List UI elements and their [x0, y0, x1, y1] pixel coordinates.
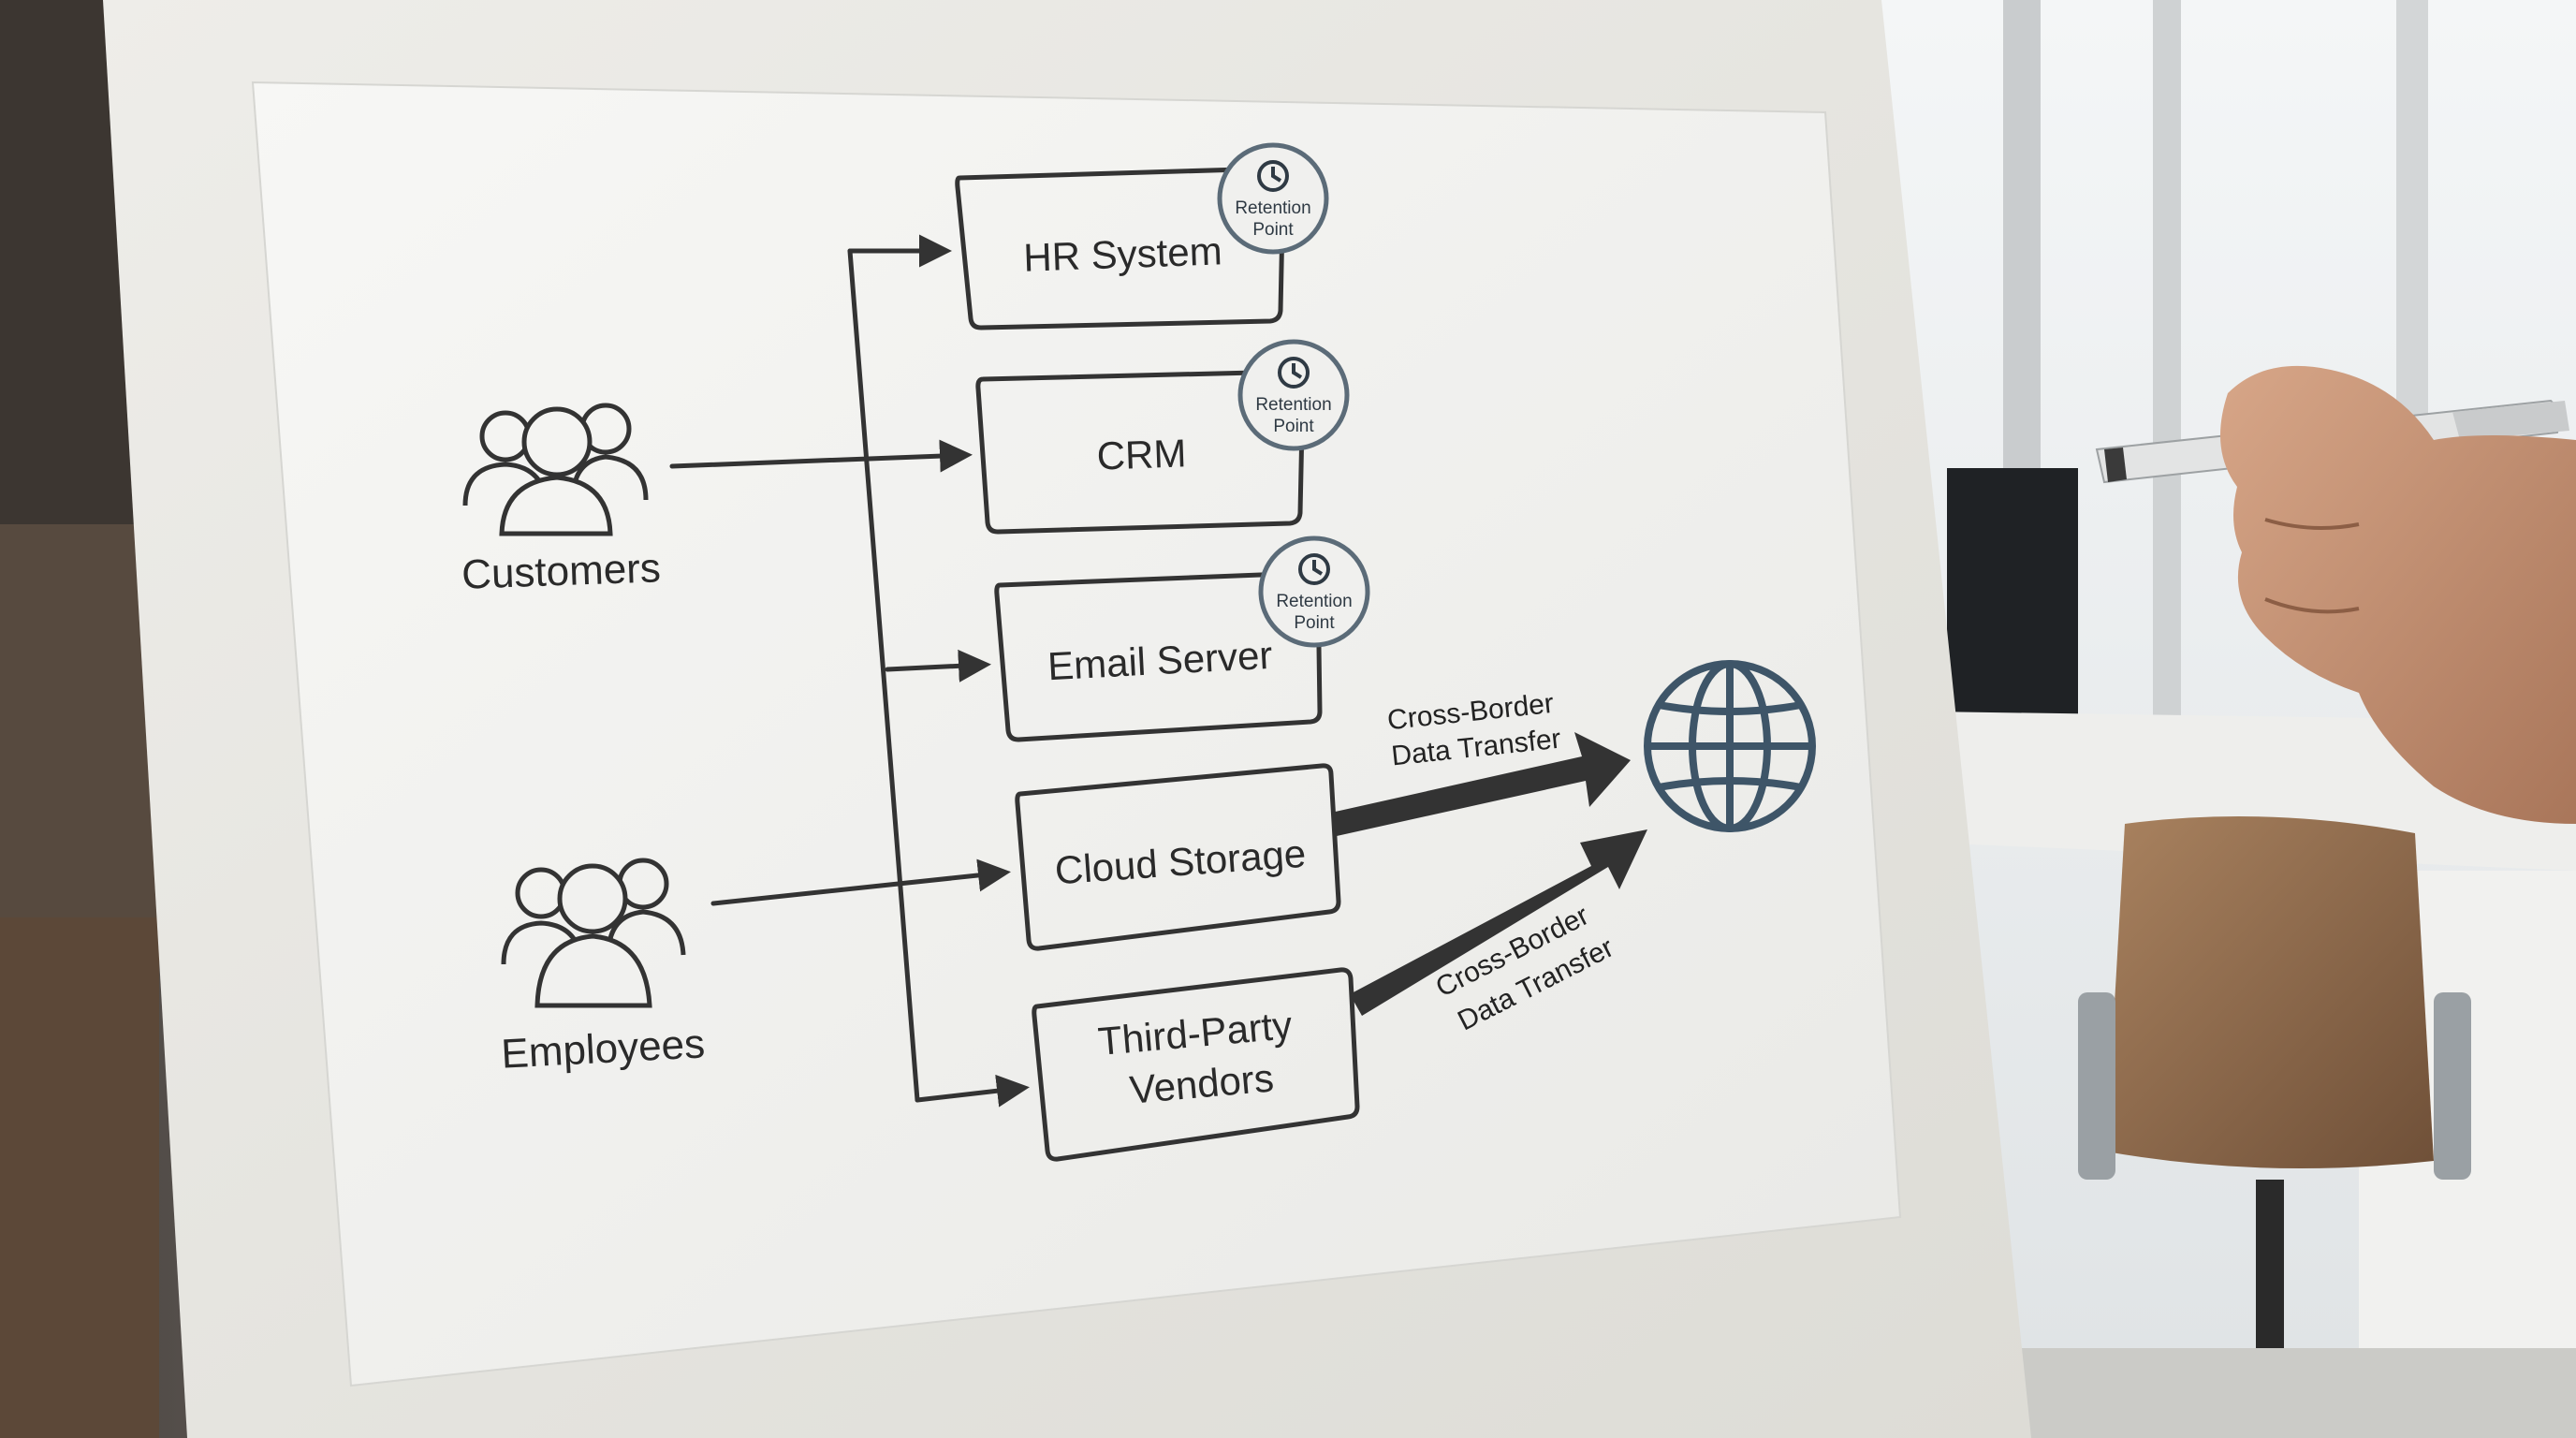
marker-cap-end: [2452, 401, 2569, 440]
arrow-customers-to-crm: [669, 439, 973, 473]
system-box-cloud-storage: [1015, 763, 1341, 951]
svg-text:Point: Point: [1273, 417, 1314, 436]
globe-icon: [1644, 660, 1816, 832]
retention-badge-hr-system: Retention Point: [1217, 142, 1329, 255]
system-label-crm: CRM: [1096, 431, 1187, 477]
chair-arm: [2078, 992, 2115, 1180]
arrow-employees-to-cloud-storage: [710, 858, 1011, 906]
svg-text:Point: Point: [1252, 220, 1294, 240]
retention-badge-email-server: Retention Point: [1258, 536, 1370, 648]
clock-icon: [1278, 357, 1310, 389]
chair-arm: [2434, 992, 2471, 1180]
left-floor: [0, 917, 159, 1438]
marker-tip: [2104, 448, 2127, 482]
cross-border-arrows: [1331, 732, 1647, 1016]
source-label-customers: Customers: [461, 545, 661, 597]
clock-icon: [1298, 553, 1330, 585]
clock-icon: [1257, 160, 1289, 192]
hand-with-marker: [2095, 365, 2576, 824]
cross-border-arrow-cloud: [1331, 732, 1631, 836]
finger-crease: [2264, 597, 2360, 614]
svg-text:Retention: Retention: [1255, 395, 1331, 415]
floor-right: [2022, 1348, 2576, 1438]
svg-text:Retention: Retention: [1276, 592, 1352, 611]
left-shelf: [0, 524, 159, 917]
cross-border-arrow-vendors: [1350, 829, 1647, 1016]
people-group-icon: [501, 858, 686, 1008]
source-label-employees: Employees: [500, 1020, 706, 1077]
window-mullion: [2153, 0, 2181, 805]
finger-crease: [2264, 518, 2360, 530]
system-box-third-party-vendors: [1032, 967, 1360, 1162]
chair-post: [2256, 1180, 2284, 1367]
people-group-icon: [462, 403, 649, 536]
arrow-to-third-party-vendors: [915, 1074, 1030, 1108]
distribution-line: [847, 248, 920, 1103]
svg-text:Point: Point: [1294, 613, 1335, 633]
hand: [2220, 365, 2576, 824]
retention-badge-crm: Retention Point: [1237, 339, 1350, 451]
svg-text:Retention: Retention: [1235, 198, 1310, 218]
arrow-to-email-server: [885, 649, 991, 682]
monitor: [1947, 468, 2078, 721]
office-chair-back: [2106, 816, 2434, 1168]
system-label-hr-system: HR System: [1023, 228, 1223, 279]
